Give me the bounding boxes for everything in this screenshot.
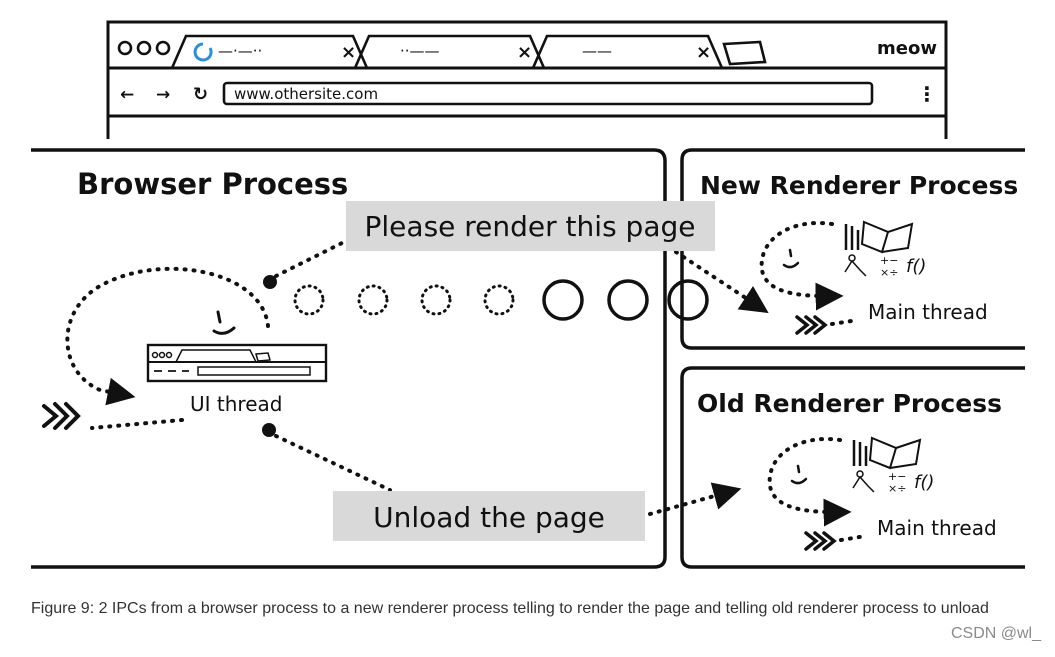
render-ipc-arrow-start — [274, 238, 350, 278]
face-icon — [212, 310, 236, 335]
new-tab-button[interactable] — [722, 40, 767, 66]
menu-icon[interactable]: ⋮ — [917, 82, 937, 106]
chevrons-icon — [804, 531, 837, 551]
svg-text:f(): f() — [914, 472, 934, 493]
tab-active[interactable]: —·—·· × — [170, 34, 369, 69]
face-icon — [790, 464, 808, 485]
tab-title: ··—— — [400, 42, 440, 60]
watermark: CSDN @wl_ — [950, 625, 1041, 642]
back-icon[interactable]: ← — [120, 85, 134, 105]
svg-text:+−: +− — [880, 254, 898, 267]
browser-process-title: Browser Process — [77, 167, 348, 201]
tab-3[interactable]: —— × — [531, 34, 724, 69]
tab-close-icon[interactable]: × — [696, 42, 711, 63]
svg-text:+−: +− — [888, 470, 906, 483]
old-renderer-title: Old Renderer Process — [697, 389, 1002, 418]
old-renderer-process: Old Renderer Process +− ×÷ f() Main thre… — [680, 366, 1025, 569]
unload-message: Unload the page — [333, 491, 645, 541]
browser-process: Browser Process UI thread — [31, 148, 709, 569]
new-renderer-thread-label: Main thread — [868, 300, 988, 324]
url-text: www.othersite.com — [234, 85, 378, 103]
face-icon — [782, 248, 800, 269]
unload-ipc-arrow — [648, 482, 742, 516]
ui-thread-loop — [90, 418, 184, 430]
svg-text:f(): f() — [906, 256, 926, 277]
address-bar[interactable] — [222, 81, 874, 106]
chevrons-icon — [795, 315, 828, 335]
reload-icon[interactable]: ↻ — [193, 84, 208, 105]
chevrons-icon — [42, 402, 81, 430]
ui-thread-label: UI thread — [190, 392, 282, 416]
tools-book-math-icon: +− ×÷ f() — [852, 436, 934, 495]
ipc-progress-circles — [293, 279, 709, 321]
old-renderer-thread-label: Main thread — [877, 516, 997, 540]
tab-loading-spinner-icon — [193, 42, 213, 62]
render-ipc-arrow — [674, 250, 769, 314]
browser-window-sketch: —·—·· × ··—— × —— × meow ← → ↻ www.other… — [100, 20, 960, 149]
tab-close-icon[interactable]: × — [517, 42, 532, 63]
unload-message-text: Unload the page — [373, 501, 605, 534]
mini-browser-icon — [146, 343, 328, 383]
svg-text:×÷: ×÷ — [880, 266, 898, 279]
tab-2[interactable]: ··—— × — [353, 34, 546, 69]
render-message: Please render this page — [346, 201, 715, 251]
tools-book-math-icon: +− ×÷ f() — [844, 220, 926, 279]
tab-close-icon[interactable]: × — [341, 42, 356, 63]
window-label: meow — [877, 38, 937, 59]
new-renderer-title: New Renderer Process — [700, 171, 1018, 200]
tab-title: —·—·· — [218, 42, 262, 60]
tab-title: —— — [582, 42, 612, 60]
window-buttons — [117, 40, 171, 56]
render-message-text: Please render this page — [365, 210, 696, 243]
svg-text:×÷: ×÷ — [888, 482, 906, 495]
figure-caption: Figure 9: 2 IPCs from a browser process … — [31, 600, 989, 617]
new-renderer-process: New Renderer Process +− ×÷ f() Main thre… — [680, 148, 1025, 350]
forward-icon[interactable]: → — [156, 85, 170, 105]
unload-ipc-arrow-start — [274, 434, 392, 492]
